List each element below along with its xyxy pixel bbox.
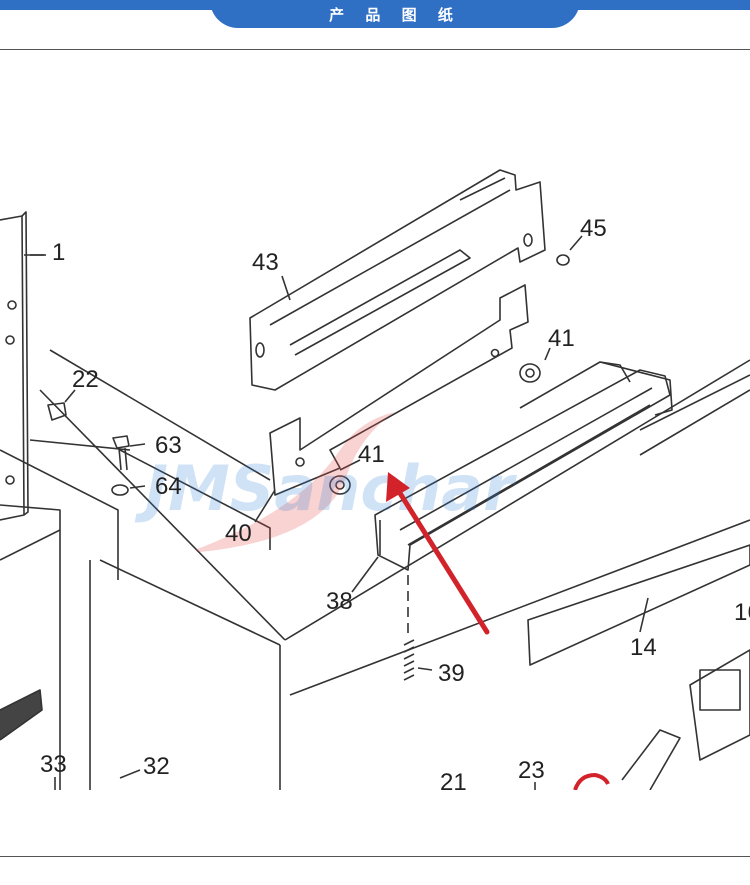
page-title: 产 品 图 纸 — [329, 5, 461, 24]
line-art — [0, 169, 750, 790]
red-arrow — [386, 472, 490, 635]
callout-23: 23 — [518, 757, 545, 784]
header-tab: 产 品 图 纸 — [210, 0, 580, 28]
bottom-divider — [0, 856, 750, 857]
watermark-swoosh — [195, 412, 395, 552]
callout-21: 21 — [440, 769, 467, 790]
callout-64: 64 — [155, 473, 182, 500]
watermark-text: JMSanchar — [134, 452, 517, 525]
callout-40: 40 — [225, 520, 252, 547]
callout-45: 45 — [580, 215, 607, 242]
callout-32: 32 — [143, 753, 170, 780]
exploded-parts-diagram: JMSanchar 1 43 45 22 41 63 64 41 40 38 1… — [0, 169, 750, 790]
top-divider — [0, 49, 750, 50]
red-partial-ring — [573, 772, 610, 790]
callout-63: 63 — [155, 432, 182, 459]
callout-41-upper: 41 — [548, 325, 575, 352]
callout-22: 22 — [72, 366, 99, 393]
callout-16: 16 — [734, 599, 750, 626]
callout-41-lower: 41 — [358, 441, 385, 468]
callout-43: 43 — [252, 249, 279, 276]
callout-39: 39 — [438, 660, 465, 687]
callout-14: 14 — [630, 634, 657, 661]
callout-1: 1 — [52, 239, 65, 266]
callout-38: 38 — [326, 588, 353, 615]
callout-33: 33 — [40, 751, 67, 778]
